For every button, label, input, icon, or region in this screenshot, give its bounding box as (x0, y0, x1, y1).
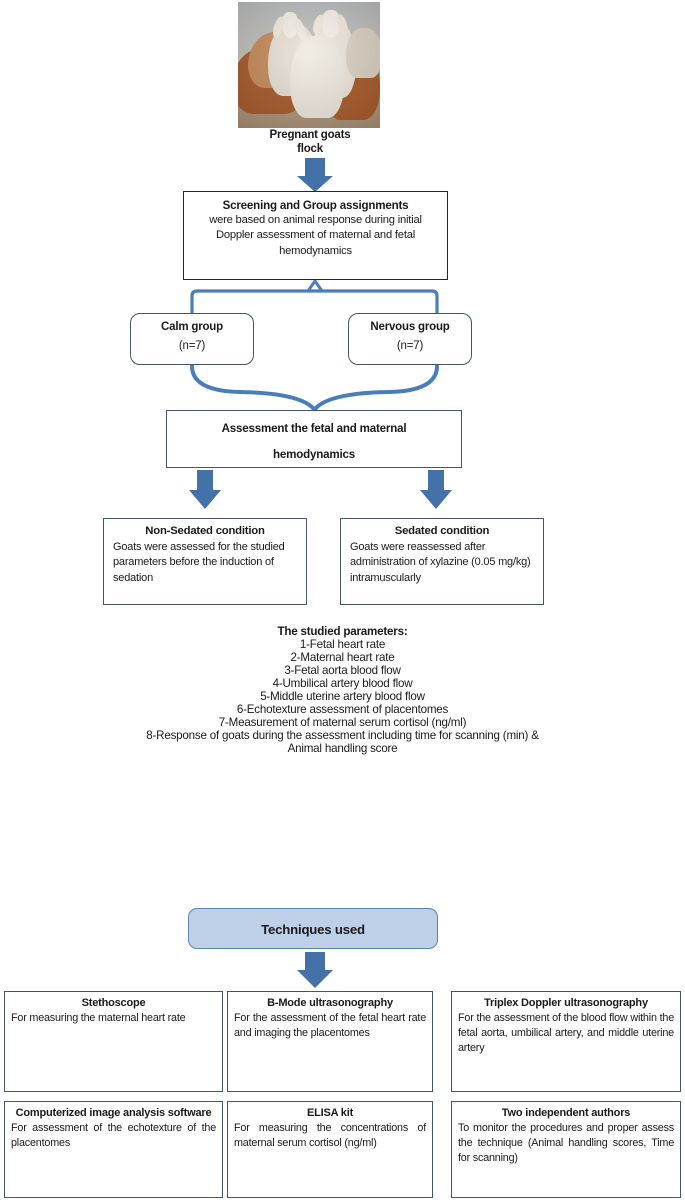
assessment-box: Assessment the fetal and maternal hemody… (166, 410, 462, 468)
non-sedated-body: Goats were assessed for the studied para… (113, 540, 285, 584)
calm-group-count: (n=7) (178, 340, 206, 352)
technique-box-elisa-kit: ELISA kit For measuring the concentratio… (227, 1101, 433, 1198)
screening-box: Screening and Group assignments were bas… (183, 191, 448, 280)
technique-title: Stethoscope (81, 997, 146, 1009)
arrow-assessment-to-sedated (420, 470, 452, 509)
parameter-item-5: 5-Middle uterine artery blood flow (260, 690, 425, 703)
calm-group-box: Calm group (n=7) (130, 313, 254, 365)
technique-box-two-independent-authors: Two independent authors To monitor the p… (451, 1101, 681, 1198)
parameter-item-2: 2-Maternal heart rate (290, 651, 395, 664)
parameter-item-3: 3-Fetal aorta blood flow (284, 664, 401, 677)
studied-parameters-list: The studied parameters: 1-Fetal heart ra… (0, 625, 685, 755)
nervous-group-box: Nervous group (n=7) (348, 313, 472, 365)
calm-group-label: Calm group (161, 321, 223, 333)
parameter-item-1: 1-Fetal heart rate (299, 638, 386, 651)
technique-title: ELISA kit (306, 1107, 354, 1119)
nervous-group-count: (n=7) (396, 340, 424, 352)
technique-title: Computerized image analysis software (15, 1107, 212, 1119)
non-sedated-condition-box: Non-Sedated condition Goats were assesse… (103, 518, 307, 605)
screening-body: were based on animal response during ini… (209, 214, 422, 257)
technique-box-b-mode-ultrasonography: B-Mode ultrasonography For the assessmen… (227, 991, 433, 1092)
parameter-item-8: 8-Response of goats during the assessmen… (146, 729, 539, 742)
technique-body: For measuring the concentrations of mate… (234, 1122, 426, 1149)
connector-groups-to-assessment (190, 364, 439, 411)
parameter-item-8-cont: Animal handling score (287, 742, 398, 755)
technique-body: For the assessment of the fetal heart ra… (234, 1012, 426, 1039)
parameters-header: The studied parameters: (277, 625, 408, 638)
techniques-used-header: Techniques used (188, 908, 438, 949)
technique-box-triplex-doppler-ultrasonography: Triplex Doppler ultrasonography For the … (451, 991, 681, 1092)
photo-caption-line1: Pregnant goats (269, 129, 351, 141)
technique-title: Two independent authors (501, 1107, 631, 1119)
arrow-photo-to-screening (297, 158, 333, 192)
photo-caption: Pregnant goats flock (200, 128, 420, 156)
technique-body: For assessment of the echotexture of the… (11, 1122, 216, 1149)
assessment-line1: Assessment the fetal and maternal (221, 422, 407, 435)
sedated-body: Goats were reassessed after administrati… (350, 540, 531, 584)
technique-body: To monitor the procedures and proper ass… (458, 1122, 674, 1164)
connector-screening-to-groups (190, 278, 439, 315)
arrow-assessment-to-non-sedated (189, 470, 221, 509)
nervous-group-label: Nervous group (370, 321, 450, 333)
assessment-line2: hemodynamics (272, 448, 355, 461)
technique-box-stethoscope: Stethoscope For measuring the maternal h… (4, 991, 223, 1092)
non-sedated-title: Non-Sedated condition (145, 525, 265, 537)
screening-title: Screening and Group assignments (222, 199, 409, 212)
arrow-techniques-to-grid (297, 952, 333, 988)
technique-title: B-Mode ultrasonography (267, 997, 393, 1009)
parameter-item-6: 6-Echotexture assessment of placentomes (236, 703, 449, 716)
photo-caption-line2: flock (297, 143, 323, 155)
technique-body: For measuring the maternal heart rate (11, 1012, 186, 1024)
parameter-item-4: 4-Umbilical artery blood flow (272, 677, 413, 690)
technique-box-computerized-image-analysis-software: Computerized image analysis software For… (4, 1101, 223, 1198)
pregnant-goats-photo (238, 2, 380, 128)
parameter-item-7: 7-Measurement of maternal serum cortisol… (218, 716, 467, 729)
sedated-condition-box: Sedated condition Goats were reassessed … (340, 518, 544, 605)
technique-body: For the assessment of the blood flow wit… (458, 1012, 674, 1054)
technique-title: Triplex Doppler ultrasonography (484, 997, 648, 1009)
sedated-title: Sedated condition (394, 525, 490, 537)
